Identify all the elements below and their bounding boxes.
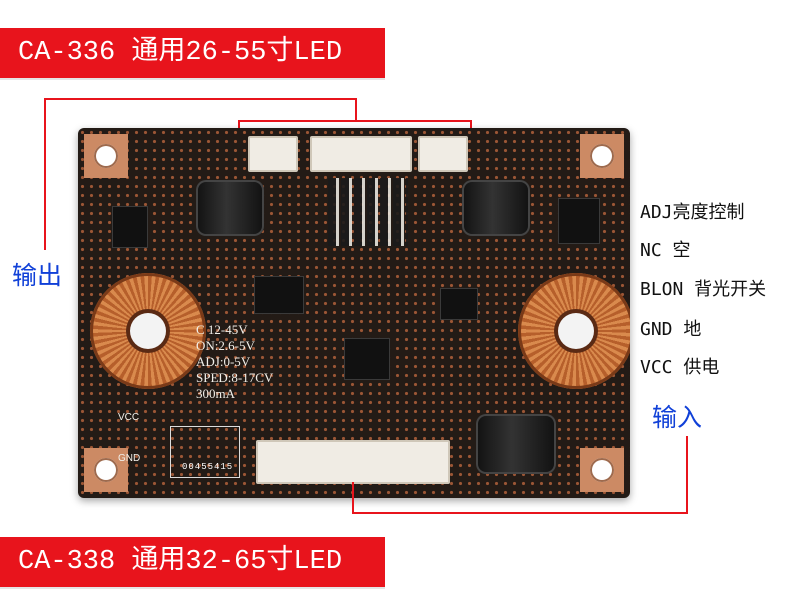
diode-left bbox=[112, 206, 148, 248]
serial-label-box bbox=[170, 426, 240, 478]
pin-label-vcc: VCC 供电 bbox=[640, 357, 720, 378]
mosfet-q2 bbox=[440, 288, 478, 320]
spec-line: ADJ:0-5V bbox=[196, 354, 251, 369]
connector-con5 bbox=[418, 136, 468, 172]
silk-vcc: VCC bbox=[118, 412, 140, 423]
electrolytic-capacitor-input bbox=[476, 414, 556, 474]
smd-resistor-array bbox=[328, 178, 408, 246]
toroid-inductor-right bbox=[518, 273, 630, 389]
led-driver-board: C 12-45V ON:2.6-5V ADJ:0-5V SPED:8-17CV … bbox=[78, 128, 630, 498]
connector-con3 bbox=[248, 136, 298, 172]
spec-silkscreen: C 12-45V ON:2.6-5V ADJ:0-5V SPED:8-17CV … bbox=[196, 322, 273, 402]
diode-right bbox=[558, 198, 600, 244]
mount-hole-bottom-right bbox=[580, 448, 624, 492]
controller-ic bbox=[344, 338, 390, 380]
pin-label-gnd: GND 地 bbox=[640, 319, 702, 340]
toroid-inductor-left bbox=[90, 273, 206, 389]
model-banner-bottom: CA-338 通用32-65寸LED bbox=[0, 537, 385, 587]
mount-hole-bottom-left bbox=[84, 448, 128, 492]
spec-line: 300mA bbox=[196, 386, 235, 401]
output-label: 输出 bbox=[12, 261, 63, 290]
pin-label-blon: BLON 背光开关 bbox=[640, 279, 767, 300]
input-label: 输入 bbox=[652, 403, 703, 432]
output-callout-line-vr bbox=[355, 98, 357, 122]
electrolytic-capacitor-right bbox=[462, 180, 530, 236]
pin-label-nc: NC 空 bbox=[640, 240, 691, 261]
pin-label-adj: ADJ亮度控制 bbox=[640, 202, 745, 223]
mosfet-q1 bbox=[254, 276, 304, 314]
input-callout-line-v bbox=[686, 436, 688, 514]
input-callout-line-h bbox=[352, 512, 688, 514]
spec-line: C 12-45V bbox=[196, 322, 248, 337]
spec-line: ON:2.6-5V bbox=[196, 338, 255, 353]
silk-gnd: GND bbox=[118, 453, 141, 464]
output-callout-line-h bbox=[44, 98, 357, 100]
spec-line: SPED:8-17CV bbox=[196, 370, 274, 385]
serial-number: 00455415 bbox=[182, 462, 234, 472]
input-callout-line-up bbox=[352, 482, 354, 514]
mount-hole-top-left bbox=[84, 134, 128, 178]
electrolytic-capacitor-left bbox=[196, 180, 264, 236]
connector-led-output bbox=[310, 136, 412, 172]
output-callout-line-vl bbox=[44, 98, 46, 250]
connector-input bbox=[256, 440, 450, 484]
model-banner-top: CA-336 通用26-55寸LED bbox=[0, 28, 385, 78]
mount-hole-top-right bbox=[580, 134, 624, 178]
